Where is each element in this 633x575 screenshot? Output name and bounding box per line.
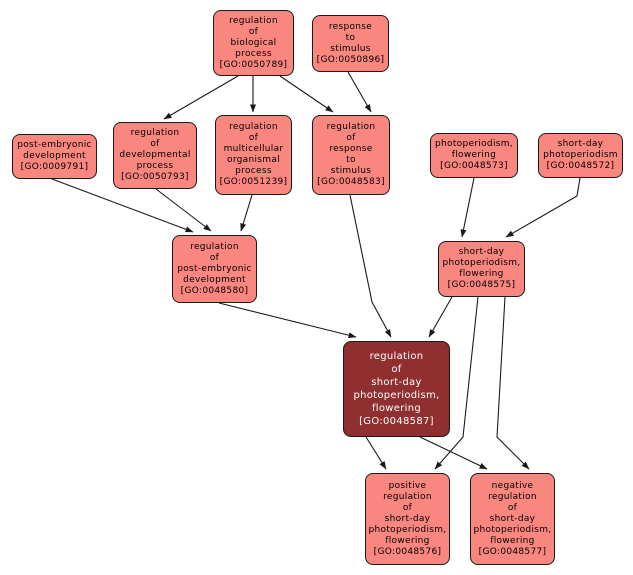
edge-GO:0048587-to-GO:0048576: [365, 436, 387, 470]
go-term-node-GO-0048580[interactable]: regulation of post-embryonic development…: [172, 235, 257, 303]
go-term-node-GO-0051239[interactable]: regulation of multicellular organismal p…: [215, 115, 292, 195]
go-term-node-GO-0048572[interactable]: short-day photoperiodism [GO:0048572]: [538, 133, 623, 178]
edge-GO:0048575-to-GO:0048576: [434, 296, 479, 470]
go-term-node-GO-0048573[interactable]: photoperiodism, flowering [GO:0048573]: [430, 133, 518, 178]
edge-GO:0048575-to-GO:0048577: [496, 296, 530, 470]
go-term-node-GO-0048583[interactable]: regulation of response to stimulus [GO:0…: [312, 115, 390, 195]
edges-group: [51, 71, 581, 470]
edge-GO:0009791-to-GO:0048580: [51, 178, 194, 233]
edge-GO:0050789-to-GO:0050793: [163, 75, 239, 120]
go-term-node-GO-0048587[interactable]: regulation of short-day photoperiodism, …: [343, 341, 450, 437]
edge-GO:0048580-to-GO:0048587: [218, 302, 357, 339]
edge-GO:0048572-to-GO:0048575: [505, 177, 581, 238]
edge-GO:0050793-to-GO:0048580: [155, 188, 212, 232]
go-term-node-GO-0048575[interactable]: short-day photoperiodism, flowering [GO:…: [438, 241, 525, 297]
go-term-node-GO-0048577[interactable]: negative regulation of short-day photope…: [470, 473, 555, 565]
go-term-node-GO-0050789[interactable]: regulation of biological process [GO:005…: [213, 10, 294, 76]
go-term-node-GO-0048576[interactable]: positive regulation of short-day photope…: [365, 473, 450, 565]
edge-GO:0050896-to-GO:0048583: [347, 71, 372, 113]
edge-GO:0050789-to-GO:0048583: [279, 75, 334, 113]
edge-GO:0048587-to-GO:0048577: [419, 436, 488, 470]
edge-GO:0048573-to-GO:0048575: [460, 177, 475, 238]
go-term-node-GO-0050793[interactable]: regulation of developmental process [GO:…: [113, 122, 197, 189]
go-term-node-GO-0050896[interactable]: response to stimulus [GO:0050896]: [312, 15, 389, 72]
edge-GO:0048575-to-GO:0048587: [428, 296, 453, 338]
edge-GO:0051239-to-GO:0048580: [240, 194, 253, 232]
go-term-node-GO-0009791[interactable]: post-embryonic development [GO:0009791]: [12, 134, 97, 179]
edge-GO:0048583-to-GO:0048587: [349, 194, 392, 338]
